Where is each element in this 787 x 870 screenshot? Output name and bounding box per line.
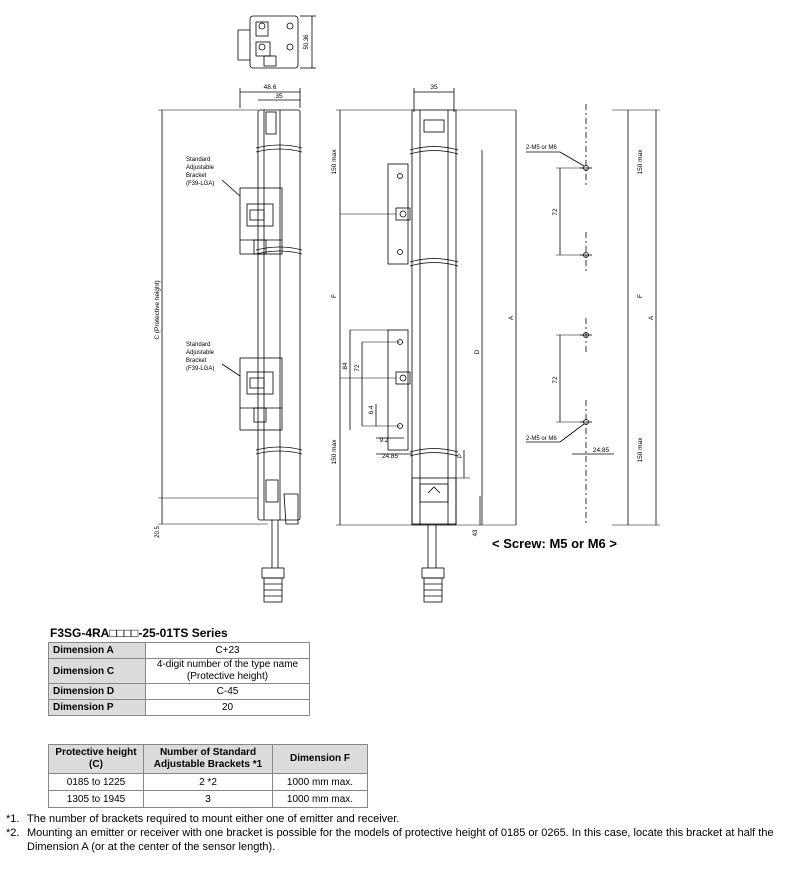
mount-screw-top: 2-M5 or M6 (526, 145, 557, 151)
svg-text:Standard: Standard (186, 342, 210, 348)
front-dim-43: 43 (473, 529, 479, 536)
front-view (336, 88, 517, 603)
front-dim-f: F (331, 294, 338, 298)
table-row: Dimension C 4-digit number of the type n… (48, 658, 310, 684)
cell-height-range: 0185 to 1225 (48, 773, 144, 791)
table-row: Dimension A C+23 (48, 642, 310, 659)
dimension-c-value: 4-digit number of the type name (Protect… (145, 658, 310, 684)
front-dim-d: D (474, 349, 481, 354)
header-bracket-count: Number of Standard Adjustable Brackets *… (143, 744, 273, 774)
svg-text:(F39-LGA): (F39-LGA) (186, 181, 214, 187)
front-dim-24-85: 24.85 (382, 453, 399, 460)
footnotes: *1. The number of brackets required to m… (6, 812, 786, 854)
table-row: Dimension P 20 (48, 699, 310, 716)
header-protective-height: Protective height (C) (48, 744, 144, 774)
cell-bracket-count: 3 (143, 790, 273, 808)
mount-dim-f: F (637, 294, 644, 298)
footnote-text: Mounting an emitter or receiver with one… (27, 827, 774, 853)
table-header-row: Protective height (C) Number of Standard… (48, 744, 368, 774)
front-top-max: 150 max (331, 149, 338, 175)
footnote-mark: *1. (6, 813, 20, 825)
dimension-a-value: C+23 (145, 642, 310, 659)
cell-dimension-f: 1000 mm max. (272, 773, 368, 791)
side-width-inner: 35 (275, 93, 283, 100)
dimension-p-label: Dimension P (48, 699, 146, 716)
front-bottom-max: 150 max (331, 439, 338, 465)
footnote-2: *2. Mounting an emitter or receiver with… (6, 826, 786, 854)
series-title: F3SG-4RA□□□□-25-01TS Series (50, 626, 228, 640)
svg-text:Adjustable: Adjustable (186, 165, 215, 171)
side-width-total: 48.6 (264, 84, 277, 91)
footnote-1: *1. The number of brackets required to m… (6, 812, 786, 826)
dimension-d-value: C-45 (145, 683, 310, 700)
dimension-a-label: Dimension A (48, 642, 146, 659)
front-dim-84: 84 (342, 362, 349, 370)
bracket-callout-lower: Standard Adjustable Bracket (F39-LGA) (186, 342, 215, 372)
svg-text:Bracket: Bracket (186, 173, 207, 179)
mount-dim-a: A (648, 315, 655, 320)
mounting-view (526, 104, 660, 526)
svg-text:Standard: Standard (186, 157, 210, 163)
svg-text:Adjustable: Adjustable (186, 350, 215, 356)
header-dimension-f: Dimension F (272, 744, 368, 774)
protective-height-label: C (Protective height) (154, 280, 161, 339)
front-width-dim: 35 (430, 84, 438, 91)
bracket-callout-upper: Standard Adjustable Bracket (F39-LGA) (186, 157, 215, 187)
mount-bottom-max: 150 max (637, 437, 644, 463)
table-row: 0185 to 1225 2 *2 1000 mm max. (48, 773, 368, 791)
mount-top-max: 150 max (637, 149, 644, 175)
top-height-dim: 50.36 (304, 34, 310, 50)
dimension-drawing: 50.36 (154, 15, 660, 603)
mount-offset: 24.85 (593, 447, 610, 454)
front-dim-p: P (458, 454, 464, 458)
dimension-d-label: Dimension D (48, 683, 146, 700)
dimension-c-label: Dimension C (48, 658, 146, 684)
front-dim-6-4: 6.4 (368, 405, 375, 414)
bottom-offset-dim: 20.5 (155, 526, 161, 538)
screw-note: < Screw: M5 or M6 > (492, 536, 617, 551)
svg-text:(F39-LGA): (F39-LGA) (186, 366, 214, 372)
mount-pitch-top: 72 (552, 208, 559, 216)
front-dim-72: 72 (354, 364, 361, 372)
dimension-p-value: 20 (145, 699, 310, 716)
mount-pitch-bottom: 72 (552, 376, 559, 384)
side-view (158, 88, 303, 603)
svg-text:Bracket: Bracket (186, 358, 207, 364)
table-row: Dimension D C-45 (48, 683, 310, 700)
front-dim-9-2: 9.2 (379, 437, 388, 444)
dimension-table: Dimension A C+23 Dimension C 4-digit num… (48, 642, 310, 716)
table-row: 1305 to 1945 3 1000 mm max. (48, 790, 368, 808)
cell-dimension-f: 1000 mm max. (272, 790, 368, 808)
footnote-text: The number of brackets required to mount… (27, 813, 400, 825)
cell-bracket-count: 2 *2 (143, 773, 273, 791)
cell-height-range: 1305 to 1945 (48, 790, 144, 808)
front-dim-a: A (508, 315, 515, 320)
bracket-table: Protective height (C) Number of Standard… (48, 744, 368, 808)
footnote-mark: *2. (6, 827, 20, 839)
mount-screw-bottom: 2-M5 or M6 (526, 436, 557, 442)
top-view (237, 15, 316, 69)
